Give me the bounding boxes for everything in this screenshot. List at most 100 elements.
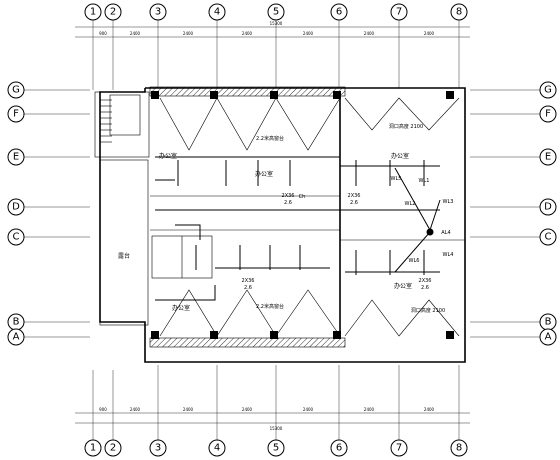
svg-text:2.2米高窗台: 2.2米高窗台: [256, 135, 284, 142]
svg-text:3: 3: [155, 7, 161, 18]
room-labels: 办公室 办公室 办公室 办公室 办公室 露台: [118, 152, 412, 312]
distribution-panel: AL4: [426, 228, 451, 236]
axis-bubbles-left: G F E D C B A: [7, 81, 25, 346]
axis-bubble-left-C: C: [7, 228, 25, 246]
axis-bubble-bottom-6: 6: [330, 439, 348, 457]
svg-text:3: 3: [155, 443, 161, 454]
svg-text:2: 2: [110, 443, 116, 454]
svg-text:2400: 2400: [242, 31, 253, 36]
svg-text:2400: 2400: [424, 407, 435, 412]
svg-text:8: 8: [456, 7, 462, 18]
axis-bubble-bottom-1: 1: [84, 439, 102, 457]
svg-text:900: 900: [99, 31, 107, 36]
svg-text:2.6: 2.6: [244, 285, 252, 291]
svg-text:洞口高度 2100: 洞口高度 2100: [411, 307, 445, 314]
svg-text:C: C: [13, 232, 20, 243]
building-walls: [94, 86, 466, 363]
window-strip-top: [149, 86, 346, 97]
svg-text:WL3: WL3: [443, 199, 454, 205]
axis-bubble-left-E: E: [7, 148, 25, 166]
svg-text:2X36: 2X36: [282, 193, 295, 199]
axis-bubble-right-D: D: [539, 198, 557, 216]
svg-text:C: C: [545, 232, 552, 243]
svg-text:2.6: 2.6: [284, 200, 292, 206]
svg-text:A: A: [545, 332, 552, 343]
svg-text:G: G: [12, 85, 20, 96]
svg-text:A: A: [13, 332, 20, 343]
svg-text:WL6: WL6: [409, 258, 420, 264]
svg-text:2400: 2400: [183, 31, 194, 36]
svg-text:2400: 2400: [130, 31, 141, 36]
svg-text:2.6: 2.6: [421, 285, 429, 291]
svg-text:7: 7: [396, 443, 402, 454]
svg-text:2400: 2400: [424, 31, 435, 36]
svg-text:2X36: 2X36: [419, 278, 432, 284]
svg-text:WL4: WL4: [443, 252, 454, 258]
svg-text:15300: 15300: [270, 426, 283, 431]
axis-bubble-4: 4: [208, 3, 226, 21]
svg-text:5: 5: [273, 7, 279, 18]
axis-bubble-left-F: F: [7, 105, 25, 123]
axis-bubble-7: 7: [390, 3, 408, 21]
axis-leader-lines: [24, 20, 540, 440]
axis-bubble-bottom-4: 4: [208, 439, 226, 457]
svg-text:WL2: WL2: [405, 201, 416, 207]
axis-bubble-left-B: B: [7, 313, 25, 331]
axis-bubble-right-A: A: [539, 328, 557, 346]
svg-text:6: 6: [336, 443, 342, 454]
svg-text:E: E: [545, 152, 551, 163]
axis-bubble-left-G: G: [7, 81, 25, 99]
svg-text:G: G: [544, 85, 552, 96]
svg-text:5: 5: [273, 443, 279, 454]
svg-text:B: B: [545, 317, 552, 328]
axis-bubble-right-G: G: [539, 81, 557, 99]
svg-text:2X36: 2X36: [242, 278, 255, 284]
svg-text:2: 2: [110, 7, 116, 18]
lighting-fixtures: [177, 160, 425, 275]
axis-bubbles-top: 1 2 3 4 5 6 7 8: [84, 3, 468, 21]
svg-text:2400: 2400: [183, 407, 194, 412]
axis-bubble-bottom-3: 3: [149, 439, 167, 457]
svg-text:D: D: [544, 202, 552, 213]
wiring: [155, 156, 441, 301]
room-label-terrace: 露台: [118, 252, 130, 260]
axis-bubble-right-E: E: [539, 148, 557, 166]
axis-bubble-2: 2: [104, 3, 122, 21]
axis-bubble-bottom-7: 7: [390, 439, 408, 457]
svg-text:15300: 15300: [270, 21, 283, 26]
axis-bubble-6: 6: [330, 3, 348, 21]
axis-bubble-right-F: F: [539, 105, 557, 123]
svg-text:洞口高度 2100: 洞口高度 2100: [389, 123, 423, 130]
room-label-office-1: 办公室: [159, 152, 177, 160]
axis-bubble-8: 8: [450, 3, 468, 21]
svg-text:8: 8: [456, 443, 462, 454]
svg-text:AL4: AL4: [441, 230, 450, 236]
svg-text:1: 1: [90, 443, 96, 454]
axis-bubbles-bottom: 1 2 3 4 5 6 7 8: [84, 439, 468, 457]
axis-bubble-1: 1: [84, 3, 102, 21]
axis-bubble-3: 3: [149, 3, 167, 21]
room-label-office-2: 办公室: [255, 170, 273, 178]
svg-text:2400: 2400: [364, 31, 375, 36]
dimension-bottom: 900 2400 2400 2400 2400 2400 2400 15300: [75, 407, 470, 431]
svg-text:Ch: Ch: [299, 194, 306, 200]
axis-bubble-bottom-2: 2: [104, 439, 122, 457]
axis-bubble-left-A: A: [7, 328, 25, 346]
svg-text:2.6: 2.6: [350, 200, 358, 206]
axis-bubble-left-D: D: [7, 198, 25, 216]
svg-text:2.2米高窗台: 2.2米高窗台: [256, 303, 284, 310]
svg-text:F: F: [545, 109, 551, 120]
svg-text:1: 1: [90, 7, 96, 18]
svg-text:4: 4: [214, 443, 220, 454]
svg-text:WL5: WL5: [391, 176, 402, 182]
svg-text:WL1: WL1: [419, 178, 430, 184]
axis-bubbles-right: G F E D C B A: [539, 81, 557, 346]
svg-text:E: E: [13, 152, 19, 163]
terrace-area: [99, 159, 149, 326]
axis-bubble-bottom-8: 8: [450, 439, 468, 457]
svg-text:2400: 2400: [130, 407, 141, 412]
svg-text:D: D: [12, 202, 20, 213]
svg-text:6: 6: [336, 7, 342, 18]
